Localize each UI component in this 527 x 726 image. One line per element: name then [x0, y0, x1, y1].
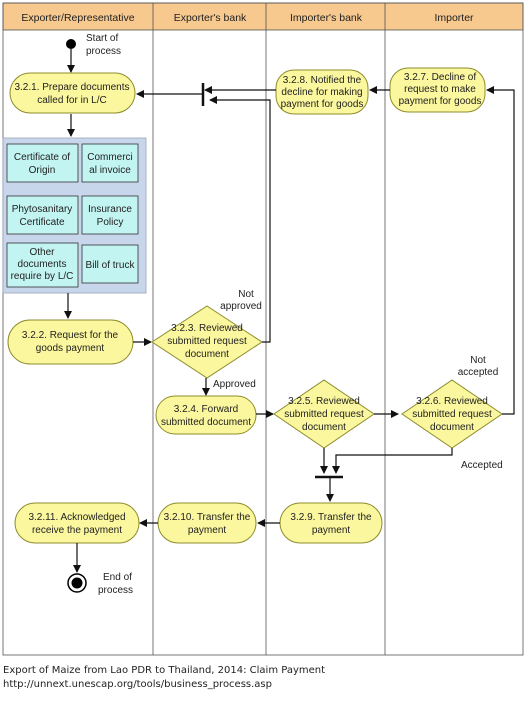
doc-bill-of-truck-line1: Bill of truck	[86, 260, 136, 271]
node-322	[7, 319, 134, 365]
node-3211	[14, 502, 140, 544]
doc-commercial-invoice-line2: al invoice	[89, 165, 131, 176]
doc-bill-of-truck	[81, 244, 139, 284]
caption-title: Export of Maize from Lao PDR to Thailand…	[3, 665, 326, 676]
node-329-line1: 3.2.9. Transfer the	[290, 512, 372, 523]
doc-other-documents	[6, 242, 79, 288]
doc-commercial-invoice-line1: Commerci	[87, 152, 133, 163]
node-324-line2: submitted document	[161, 417, 251, 428]
doc-insurance-policy	[81, 195, 139, 235]
decision-325-line3: document	[302, 422, 346, 433]
decision-323-line2: submitted request	[167, 336, 247, 347]
end-node-core-icon	[71, 577, 83, 589]
node-324	[155, 395, 257, 435]
node-321-line2: called for in L/C	[37, 95, 106, 106]
node-3211-line1: 3.2.11. Acknowledged	[28, 512, 125, 523]
label-approved: Approved	[213, 379, 256, 390]
lane-title-exporter: Exporter/Representative	[21, 12, 134, 24]
node-327-line3: payment for goods	[399, 96, 482, 107]
node-327-line1: 3.2.7. Decline of	[404, 72, 476, 83]
node-3210-line1: 3.2.10. Transfer the	[164, 512, 251, 523]
label-not-accepted-line1: Not	[470, 355, 486, 366]
decision-325-line2: submitted request	[284, 409, 364, 420]
decision-323-line1: 3.2.3. Reviewed	[171, 323, 243, 334]
label-not-approved-line1: Not	[238, 289, 254, 300]
decision-323	[151, 305, 263, 379]
flow-arrow-accepted	[332, 448, 453, 474]
doc-other-line3: require by L/C	[11, 271, 74, 282]
end-label-line2: process	[98, 585, 133, 596]
node-328-line2: decline for making	[281, 87, 362, 98]
doc-certificate-of-origin	[6, 143, 79, 183]
doc-certificate-of-origin-line1: Certificate of	[14, 152, 70, 163]
node-329-line2: payment	[312, 525, 351, 536]
start-label-line2: process	[86, 46, 121, 57]
node-322-line1: 3.2.2. Request for the	[22, 330, 119, 341]
diagram-frame	[2, 2, 524, 656]
doc-insurance-line2: Policy	[97, 217, 124, 228]
lane-title-exporters-bank: Exporter's bank	[174, 12, 247, 24]
node-328	[275, 69, 369, 115]
label-not-approved-line2: approved	[220, 301, 262, 312]
doc-other-line1: Other	[29, 247, 55, 258]
doc-insurance-line1: Insurance	[88, 204, 132, 215]
doc-phytosanitary-line2: Certificate	[19, 217, 64, 228]
doc-certificate-of-origin-line2: Origin	[29, 165, 56, 176]
lane-title-importers-bank: Importer's bank	[290, 12, 363, 24]
node-324-line1: 3.2.4. Forward	[174, 404, 238, 415]
node-328-line3: payment for goods	[281, 99, 364, 110]
process-diagram: Exporter/Representative Exporter's bank …	[2, 2, 524, 656]
node-322-line2: goods payment	[36, 343, 105, 354]
decision-326-line3: document	[430, 422, 474, 433]
decision-326-line2: submitted request	[412, 409, 492, 420]
node-3210-line2: payment	[188, 525, 227, 536]
lane-header-bar	[2, 2, 524, 31]
doc-phytosanitary-certificate	[6, 195, 79, 235]
node-327-line2: request to make	[404, 84, 476, 95]
start-label-line1: Start of	[86, 33, 118, 44]
flow-arrow-not-accepted	[486, 86, 515, 415]
node-321	[9, 72, 136, 114]
decision-325-line1: 3.2.5. Reviewed	[288, 396, 360, 407]
decision-326-line1: 3.2.6. Reviewed	[416, 396, 488, 407]
node-3210	[157, 502, 257, 544]
doc-other-line2: documents	[18, 259, 67, 270]
node-329	[279, 502, 383, 544]
flow-arrow-not-approved	[209, 96, 271, 343]
node-3211-line2: receive the payment	[32, 525, 122, 536]
caption-url: http://unnext.unescap.org/tools/business…	[3, 679, 272, 690]
doc-phytosanitary-line1: Phytosanitary	[12, 204, 73, 215]
node-321-line1: 3.2.1. Prepare documents	[14, 82, 129, 93]
end-label-line1: End of	[103, 572, 132, 583]
lane-title-importer: Importer	[434, 12, 474, 24]
node-328-line1: 3.2.8. Notified the	[283, 75, 362, 86]
label-not-accepted-line2: accepted	[458, 367, 499, 378]
decision-323-line3: document	[185, 349, 229, 360]
doc-commercial-invoice	[81, 143, 139, 183]
label-accepted: Accepted	[461, 460, 503, 471]
start-node-icon	[66, 39, 76, 49]
